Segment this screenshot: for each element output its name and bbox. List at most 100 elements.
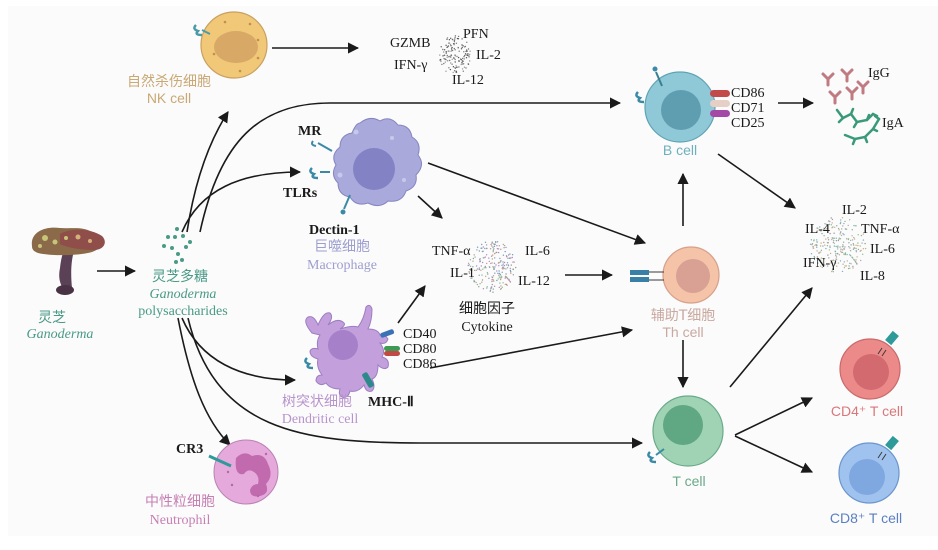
arrow-tcell-to-cd4 — [734, 397, 814, 436]
cytokine-dot — [481, 279, 484, 281]
cytokine-dot — [491, 283, 493, 286]
cytokine-dot — [821, 232, 823, 235]
cytokine-dot — [500, 285, 502, 287]
cytokine-dot — [498, 274, 500, 276]
t-cytokine-il4: IL-4 — [805, 222, 830, 237]
cytokine-dot — [841, 217, 844, 219]
dendritic-marker-cd80: CD80 — [403, 342, 436, 357]
cytokine-dot — [501, 271, 503, 273]
cytokine-dot — [825, 238, 827, 240]
cytokine-dot — [843, 267, 846, 269]
cytokine-dot — [493, 262, 496, 264]
cytokine-dot — [467, 262, 470, 264]
cytokine-dot — [478, 267, 480, 269]
cytokine-dot — [844, 246, 846, 248]
cytokine-dot — [484, 241, 487, 243]
cytokine-dot — [463, 51, 465, 53]
cytokine-dot — [454, 54, 456, 56]
cytokine-dot — [472, 260, 474, 262]
cytokine-dot — [485, 247, 488, 250]
cytokine-dot — [825, 229, 827, 231]
cytokine-dot — [827, 254, 829, 256]
cytokine-dot — [503, 264, 505, 267]
cytokine-dot — [453, 57, 455, 59]
cytokine-dot — [446, 38, 448, 40]
cytokine-dot — [454, 67, 456, 69]
cytokine-dot — [503, 244, 506, 247]
arrow-poly-to-bcell — [199, 97, 622, 233]
cytokine-dot — [817, 259, 819, 261]
cytokine-dot — [499, 277, 501, 279]
cytokine-dot — [505, 276, 507, 278]
cytokine-dot — [454, 38, 456, 40]
cytokine-dot — [506, 262, 509, 264]
cytokine-dot — [836, 252, 838, 255]
cytokine-dot — [490, 262, 492, 265]
cytokine-dot — [810, 239, 813, 241]
cytokine-dot — [850, 239, 852, 242]
cytokine-dot — [828, 249, 831, 251]
cytokine-dot — [822, 245, 824, 247]
cytokine-dot — [492, 246, 494, 248]
arrow-macrophage-to-cytokines — [417, 195, 443, 219]
cytokine-dot — [846, 260, 848, 262]
cytokine-dot — [481, 281, 483, 283]
cytokine-dot — [456, 66, 458, 69]
cytokine-dot — [490, 243, 492, 246]
cytokine-dot — [465, 67, 467, 69]
arrow-tcell-to-tcytokines — [729, 287, 813, 388]
cd4-t-cell-label: CD4⁺ T cell — [831, 403, 903, 419]
cytokine-dot — [463, 54, 466, 57]
cytokine-dot — [503, 247, 505, 249]
cytokine-dot — [478, 268, 480, 271]
cytokine-dot — [842, 233, 844, 235]
cytokine-dot — [831, 270, 833, 273]
cytokine-dot — [499, 288, 502, 290]
cytokine-dot — [441, 63, 443, 66]
cytokine-dot — [460, 63, 462, 66]
cytokine-dot — [442, 48, 444, 51]
t-cytokine-tnfa: TNF-α — [861, 222, 900, 237]
cytokine-dot — [823, 258, 825, 260]
arrow-poly-to-nk — [186, 111, 229, 233]
cytokine-dot — [839, 246, 841, 248]
cytokine-dot — [498, 261, 500, 264]
cytokine-dot — [496, 251, 498, 254]
cytokine-dot — [489, 248, 492, 250]
cytokine-dot — [498, 245, 500, 247]
cytokine-dot — [511, 254, 514, 256]
cytokine-dot — [453, 70, 456, 72]
cytokine-dot — [486, 272, 489, 274]
cytokine-dot — [444, 61, 446, 63]
cytokine-dot — [841, 270, 844, 273]
cytokine-dot — [493, 280, 495, 282]
arrow-tcell-to-cd8 — [734, 435, 814, 473]
cytokine-dot — [445, 58, 447, 61]
cytokine-dot — [476, 249, 478, 251]
cytokine-dot — [862, 239, 865, 241]
cytokine-dot — [837, 245, 839, 247]
t-cytokine-il6: IL-6 — [870, 242, 895, 257]
cytokine-dot — [454, 35, 457, 37]
cytokine-dot — [439, 54, 441, 56]
igg-label: IgG — [868, 66, 890, 81]
cytokine-dot — [497, 272, 499, 274]
cytokine-dot — [450, 54, 452, 57]
cytokine-dot — [492, 291, 494, 293]
cytokine-dot — [492, 249, 494, 252]
cytokine-dot — [857, 244, 859, 247]
cytokine-il1: IL-1 — [450, 266, 475, 281]
cytokine-dot — [507, 278, 509, 280]
cytokine-dot — [864, 242, 866, 245]
cytokine-dot — [828, 223, 831, 226]
cytokine-dot — [816, 250, 818, 252]
cytokine-dot — [468, 56, 470, 58]
cytokine-dot — [837, 227, 840, 230]
igg-antibody-icon — [821, 68, 870, 105]
cytokine-dot — [461, 44, 463, 46]
cytokine-dot — [833, 232, 835, 234]
cytokine-dot — [835, 237, 837, 239]
cytokine-dot — [464, 53, 467, 55]
macrophage-cn-label: 巨噬细胞 — [314, 239, 370, 255]
cytokine-dot — [857, 234, 859, 236]
